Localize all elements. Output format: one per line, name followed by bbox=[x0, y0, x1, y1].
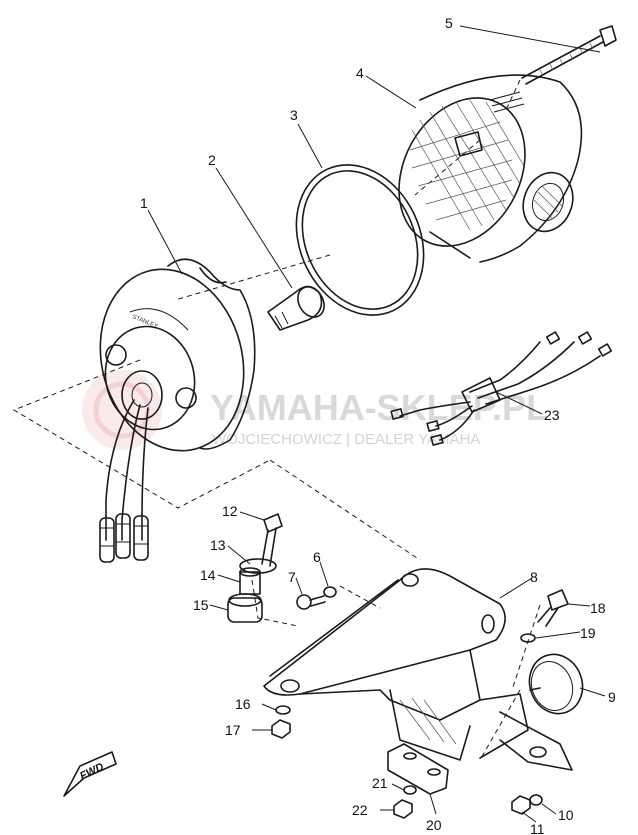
callout-17: 17 bbox=[225, 722, 241, 738]
callout-labels: 1 2 3 4 5 23 12 13 14 15 7 6 8 18 19 9 1… bbox=[140, 15, 616, 835]
callout-1: 1 bbox=[140, 195, 148, 211]
callout-19: 19 bbox=[580, 625, 596, 641]
spacer-part-14 bbox=[239, 567, 261, 595]
callout-13: 13 bbox=[210, 537, 226, 553]
washer-part-19 bbox=[520, 633, 536, 643]
callout-5: 5 bbox=[445, 15, 453, 31]
lens-cover-part-4 bbox=[398, 74, 583, 263]
callout-11: 11 bbox=[530, 821, 545, 835]
washer-part-21 bbox=[403, 785, 417, 795]
wire-harness-part-23 bbox=[390, 331, 613, 446]
callout-16: 16 bbox=[235, 696, 251, 712]
forward-direction-marker: FWD bbox=[63, 751, 117, 797]
watermark-subtitle: WOJCIECHOWICZ | DEALER YAMAHA bbox=[212, 431, 480, 448]
nut-part-17 bbox=[271, 719, 291, 739]
plate-part-20 bbox=[387, 743, 449, 795]
callout-18: 18 bbox=[590, 600, 606, 616]
screw-part-7 bbox=[296, 594, 326, 610]
washer-part-6 bbox=[323, 586, 337, 598]
reflector-part-9 bbox=[528, 653, 584, 715]
callout-4: 4 bbox=[356, 65, 364, 81]
screw-part-5 bbox=[521, 25, 617, 85]
callout-15: 15 bbox=[193, 597, 209, 613]
gasket-part-3 bbox=[295, 164, 425, 316]
callout-3: 3 bbox=[290, 107, 298, 123]
bolt-part-18 bbox=[537, 589, 569, 627]
housing-part-1: STANLEY bbox=[99, 258, 256, 452]
washer-part-13 bbox=[239, 558, 277, 574]
leader-lines bbox=[147, 25, 606, 823]
callout-7: 7 bbox=[288, 569, 296, 585]
washer-part-10 bbox=[529, 794, 543, 806]
assembly-dash-frame bbox=[12, 79, 541, 761]
bulb-part-2 bbox=[267, 285, 325, 331]
callout-2: 2 bbox=[208, 152, 216, 168]
callout-14: 14 bbox=[200, 567, 216, 583]
callout-21: 21 bbox=[372, 775, 388, 791]
callout-10: 10 bbox=[558, 807, 574, 823]
callout-9: 9 bbox=[608, 689, 616, 705]
callout-23: 23 bbox=[544, 407, 560, 423]
callout-20: 20 bbox=[426, 817, 442, 833]
washer-part-16 bbox=[275, 705, 291, 715]
callout-22: 22 bbox=[352, 802, 368, 818]
callout-8: 8 bbox=[530, 569, 538, 585]
bolt-part-12 bbox=[261, 513, 283, 567]
callout-6: 6 bbox=[313, 549, 321, 565]
nut-part-22 bbox=[393, 799, 413, 819]
callout-12: 12 bbox=[222, 503, 238, 519]
housing-wires bbox=[99, 399, 149, 563]
bracket-part-8 bbox=[263, 568, 573, 771]
nut-part-11 bbox=[511, 795, 531, 815]
